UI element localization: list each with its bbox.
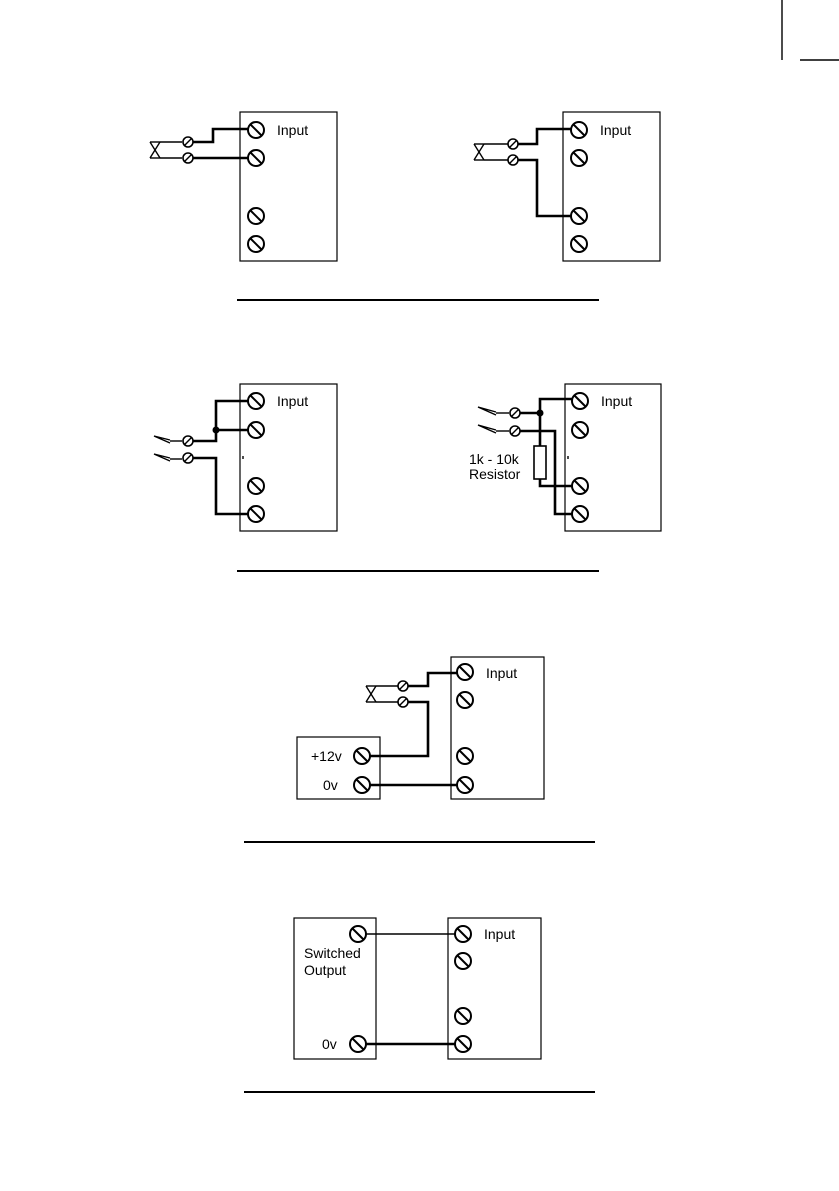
diagram-2: Input Input [154,384,661,571]
no-contact-symbol [478,407,509,433]
terminal-screw [354,748,370,764]
terminal-screw [457,664,473,680]
junction-dot [213,427,220,434]
terminal-screw [572,393,588,409]
input-panel-right: Input [474,112,660,261]
terminal-screw [350,926,366,942]
input-label: Input [277,122,308,138]
contact-terminal [183,137,193,147]
input-panel-left: Input [150,112,337,261]
terminal-screw [455,926,471,942]
junction-dot [537,410,544,417]
terminal-screw [455,1036,471,1052]
terminal-screw [248,122,264,138]
contact-terminal [398,681,408,691]
terminal-screw [248,208,264,224]
contact-terminal [508,155,518,165]
input-label: Input [486,665,517,681]
input-label: Input [600,122,631,138]
output-label: Output [304,962,346,978]
switched-label: Switched [304,945,361,961]
terminal-screw [571,150,587,166]
terminal-screw [350,1036,366,1052]
contact-terminal [508,139,518,149]
nc-contact-symbol [474,144,508,160]
terminal-screw [572,478,588,494]
zero-v-label: 0v [322,1036,337,1052]
input-panel-left: Input [154,384,337,531]
resistor-word-label: Resistor [469,466,521,482]
contact-terminal [510,426,520,436]
terminal-screw [248,422,264,438]
contact-terminal [183,436,193,446]
contact-terminal [183,453,193,463]
terminal-screw [455,953,471,969]
input-label: Input [484,926,515,942]
terminal-screw [571,236,587,252]
input-label: Input [601,393,632,409]
zero-v-label: 0v [323,777,338,793]
terminal-screw [455,1008,471,1024]
terminal-screw [354,777,370,793]
terminal-screw [248,236,264,252]
resistor-symbol [534,446,546,479]
terminal-screw [457,692,473,708]
diagram-1: Input Input [150,112,660,300]
terminal-screw [571,208,587,224]
wire [370,702,428,756]
terminal-screw [248,393,264,409]
terminal-screw [248,478,264,494]
no-contact-symbol [154,436,182,461]
contact-terminal [398,697,408,707]
resistor-value-label: 1k - 10k [469,451,520,467]
terminal-screw [457,748,473,764]
input-label: Input [277,393,308,409]
terminal-screw [248,150,264,166]
nc-contact-symbol [366,686,398,702]
terminal-screw [571,122,587,138]
terminal-screw [248,506,264,522]
plus-12v-label: +12v [311,748,342,764]
contact-terminal [510,408,520,418]
nc-contact-symbol [150,142,182,158]
diagram-4: Input Switched Output 0v [244,918,595,1092]
input-panel-right: Input 1k - 10k Resistor [469,384,661,531]
terminal-screw [572,506,588,522]
terminal-screw [572,422,588,438]
wire [408,673,457,686]
terminal-screw [457,777,473,793]
diagram-3: Input +12v 0v [244,657,595,842]
contact-terminal [183,153,193,163]
wire [520,399,572,413]
